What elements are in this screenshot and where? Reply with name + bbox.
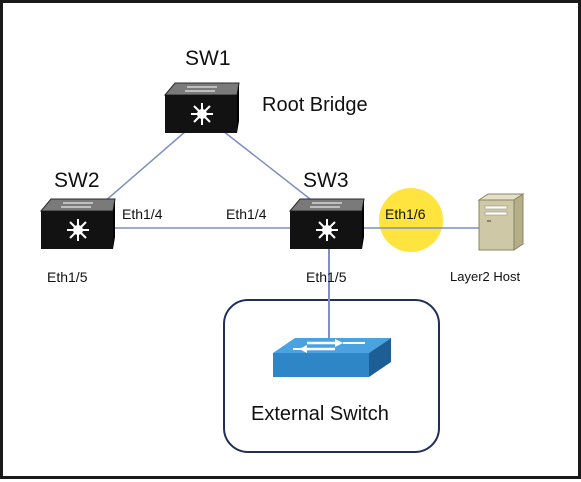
port-label-sw3-eth1-6: Eth1/6 <box>385 206 426 222</box>
port-label-sw3-eth1-5: Eth1/5 <box>306 269 347 285</box>
switch-icon <box>273 338 391 377</box>
root-bridge-label: Root Bridge <box>262 94 368 116</box>
port-highlight <box>379 188 443 252</box>
external-switch-label: External Switch <box>251 403 389 425</box>
layer2-host-label: Layer2 Host <box>450 269 521 284</box>
port-label-sw3-eth1-4: Eth1/4 <box>226 206 267 222</box>
topology-canvas <box>39 82 525 453</box>
port-label-sw2-eth1-4: Eth1/4 <box>122 206 163 222</box>
sw1-label: SW1 <box>185 47 231 70</box>
sw1-device-icon <box>163 82 240 133</box>
link-sw1-sw3 <box>222 130 320 207</box>
sw3-device-icon <box>288 198 365 249</box>
sw2-label: SW2 <box>54 169 100 192</box>
sw2-device-icon <box>39 198 116 249</box>
server-icon <box>477 193 525 251</box>
sw3-label: SW3 <box>303 169 349 192</box>
port-label-sw2-eth1-5: Eth1/5 <box>47 269 88 285</box>
